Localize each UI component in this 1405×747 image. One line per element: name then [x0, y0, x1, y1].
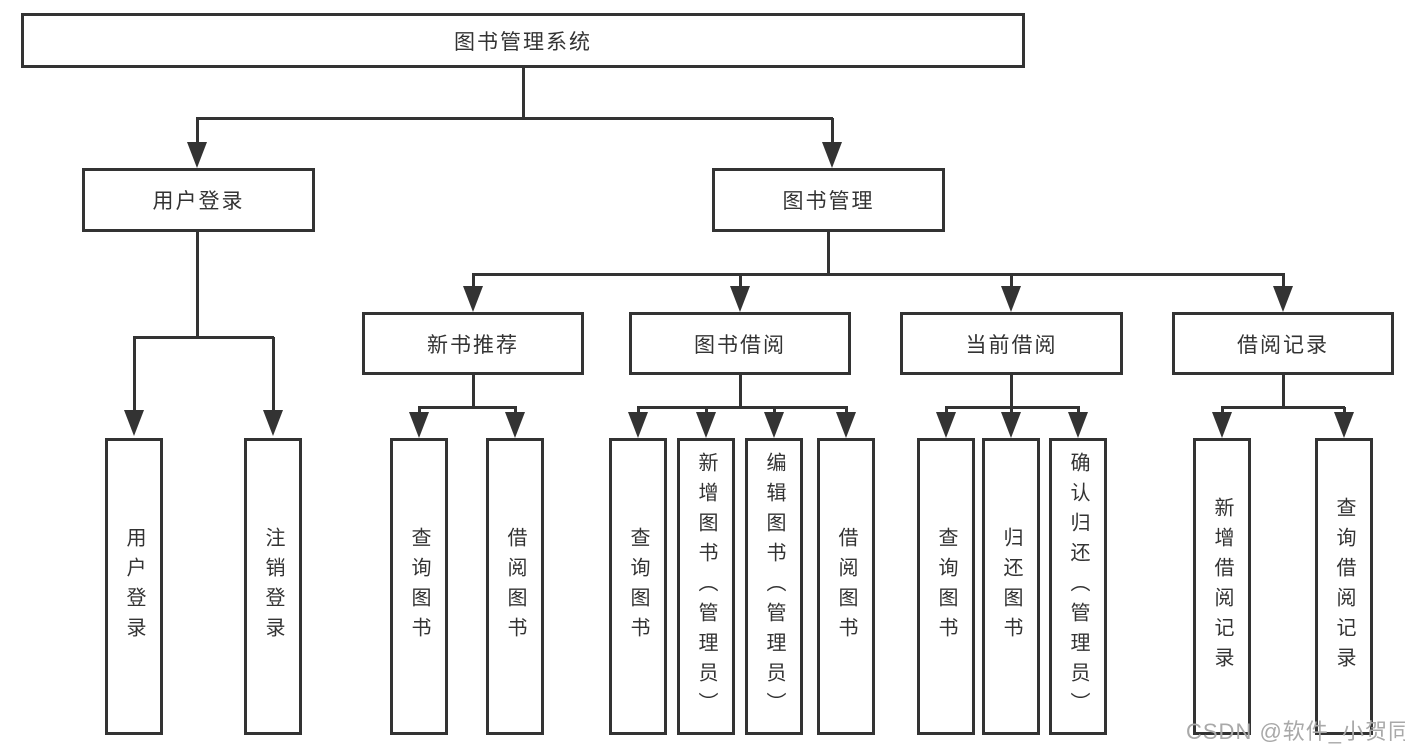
connector-vline: [1077, 407, 1080, 412]
leaf-edit-book-admin-label: 编辑图书（管理员）: [763, 451, 785, 722]
leaf-borrow-books-label: 借阅图书: [835, 526, 857, 647]
arrowhead-down-icon: [1001, 286, 1021, 312]
arrowhead-down-icon: [463, 286, 483, 312]
arrowhead-down-icon: [822, 142, 842, 168]
connector-vline: [472, 375, 475, 407]
arrowhead-down-icon: [1212, 412, 1232, 438]
node-user-login: 用户登录: [82, 168, 315, 232]
leaf-query-books-recommend-label: 查询图书: [408, 526, 430, 647]
connector-vline: [739, 274, 742, 286]
leaf-borrow-books-recommend: 借阅图书: [486, 438, 544, 735]
leaf-query-books-borrow: 查询图书: [609, 438, 667, 735]
leaf-add-book-admin-label: 新增图书（管理员）: [695, 451, 717, 722]
connector-hline: [1221, 406, 1345, 409]
node-book-borrow: 图书借阅: [629, 312, 851, 375]
connector-hline: [196, 117, 833, 120]
node-borrow-records: 借阅记录: [1172, 312, 1394, 375]
connector-vline: [945, 407, 948, 412]
connector-vline: [196, 118, 199, 142]
connector-vline: [1010, 375, 1013, 407]
arrowhead-down-icon: [505, 412, 525, 438]
leaf-logout: 注销登录: [244, 438, 302, 735]
connector-vline: [1221, 407, 1224, 412]
connector-vline: [705, 407, 708, 412]
leaf-borrow-books: 借阅图书: [817, 438, 875, 735]
leaf-user-login: 用户登录: [105, 438, 163, 735]
watermark: CSDN @软件_小贺同学: [1186, 719, 1405, 744]
leaf-query-borrow-record-label: 查询借阅记录: [1333, 496, 1355, 677]
node-current-borrow-label: 当前借阅: [965, 333, 1058, 357]
leaf-add-book-admin: 新增图书（管理员）: [677, 438, 735, 735]
connector-vline: [827, 232, 830, 274]
connector-hline: [472, 273, 1285, 276]
leaf-query-borrow-record: 查询借阅记录: [1315, 438, 1373, 735]
leaf-return-book: 归还图书: [982, 438, 1040, 735]
leaf-logout-label: 注销登录: [262, 526, 284, 647]
connector-vline: [1010, 274, 1013, 286]
node-root-label: 图书管理系统: [454, 30, 592, 54]
arrowhead-down-icon: [124, 410, 144, 436]
arrowhead-down-icon: [409, 412, 429, 438]
arrowhead-down-icon: [1334, 412, 1354, 438]
leaf-query-books-current: 查询图书: [917, 438, 975, 735]
connector-vline: [133, 337, 136, 410]
connector-vline: [472, 274, 475, 286]
connector-hline: [133, 336, 274, 339]
connector-vline: [739, 375, 742, 407]
connector-vline: [272, 337, 275, 410]
arrowhead-down-icon: [1001, 412, 1021, 438]
leaf-query-books-borrow-label: 查询图书: [627, 526, 649, 647]
arrowhead-down-icon: [936, 412, 956, 438]
node-user-login-label: 用户登录: [152, 190, 245, 213]
arrowhead-down-icon: [730, 286, 750, 312]
arrowhead-down-icon: [628, 412, 648, 438]
node-borrow-records-label: 借阅记录: [1237, 333, 1329, 357]
connector-vline: [845, 407, 848, 412]
leaf-query-books-current-label: 查询图书: [935, 526, 957, 647]
arrowhead-down-icon: [836, 412, 856, 438]
leaf-confirm-return-admin: 确认归还（管理员）: [1049, 438, 1107, 735]
node-book-management: 图书管理: [712, 168, 945, 232]
node-book-management-label: 图书管理: [782, 190, 875, 213]
node-book-borrow-label: 图书借阅: [694, 333, 786, 357]
connector-vline: [418, 407, 421, 412]
connector-vline: [196, 232, 199, 337]
node-root: 图书管理系统: [21, 13, 1025, 68]
leaf-add-borrow-record: 新增借阅记录: [1193, 438, 1251, 735]
connector-vline: [773, 407, 776, 412]
connector-vline: [1282, 375, 1285, 407]
leaf-query-books-recommend: 查询图书: [390, 438, 448, 735]
arrowhead-down-icon: [764, 412, 784, 438]
arrowhead-down-icon: [696, 412, 716, 438]
connector-vline: [831, 118, 834, 142]
leaf-user-login-label: 用户登录: [123, 526, 145, 647]
connector-hline: [637, 406, 848, 409]
connector-vline: [514, 407, 517, 412]
connector-vline: [1282, 274, 1285, 286]
arrowhead-down-icon: [263, 410, 283, 436]
arrowhead-down-icon: [1068, 412, 1088, 438]
leaf-borrow-books-recommend-label: 借阅图书: [504, 526, 526, 647]
leaf-add-borrow-record-label: 新增借阅记录: [1211, 496, 1233, 677]
connector-vline: [522, 68, 525, 118]
node-new-book-recommend-label: 新书推荐: [427, 333, 519, 357]
leaf-edit-book-admin: 编辑图书（管理员）: [745, 438, 803, 735]
connector-hline: [418, 406, 517, 409]
connector-vline: [1343, 407, 1346, 412]
leaf-return-book-label: 归还图书: [1000, 526, 1022, 647]
arrowhead-down-icon: [187, 142, 207, 168]
arrowhead-down-icon: [1273, 286, 1293, 312]
connector-vline: [1010, 407, 1013, 412]
leaf-confirm-return-admin-label: 确认归还（管理员）: [1067, 451, 1089, 722]
node-current-borrow: 当前借阅: [900, 312, 1123, 375]
node-new-book-recommend: 新书推荐: [362, 312, 584, 375]
connector-vline: [637, 407, 640, 412]
